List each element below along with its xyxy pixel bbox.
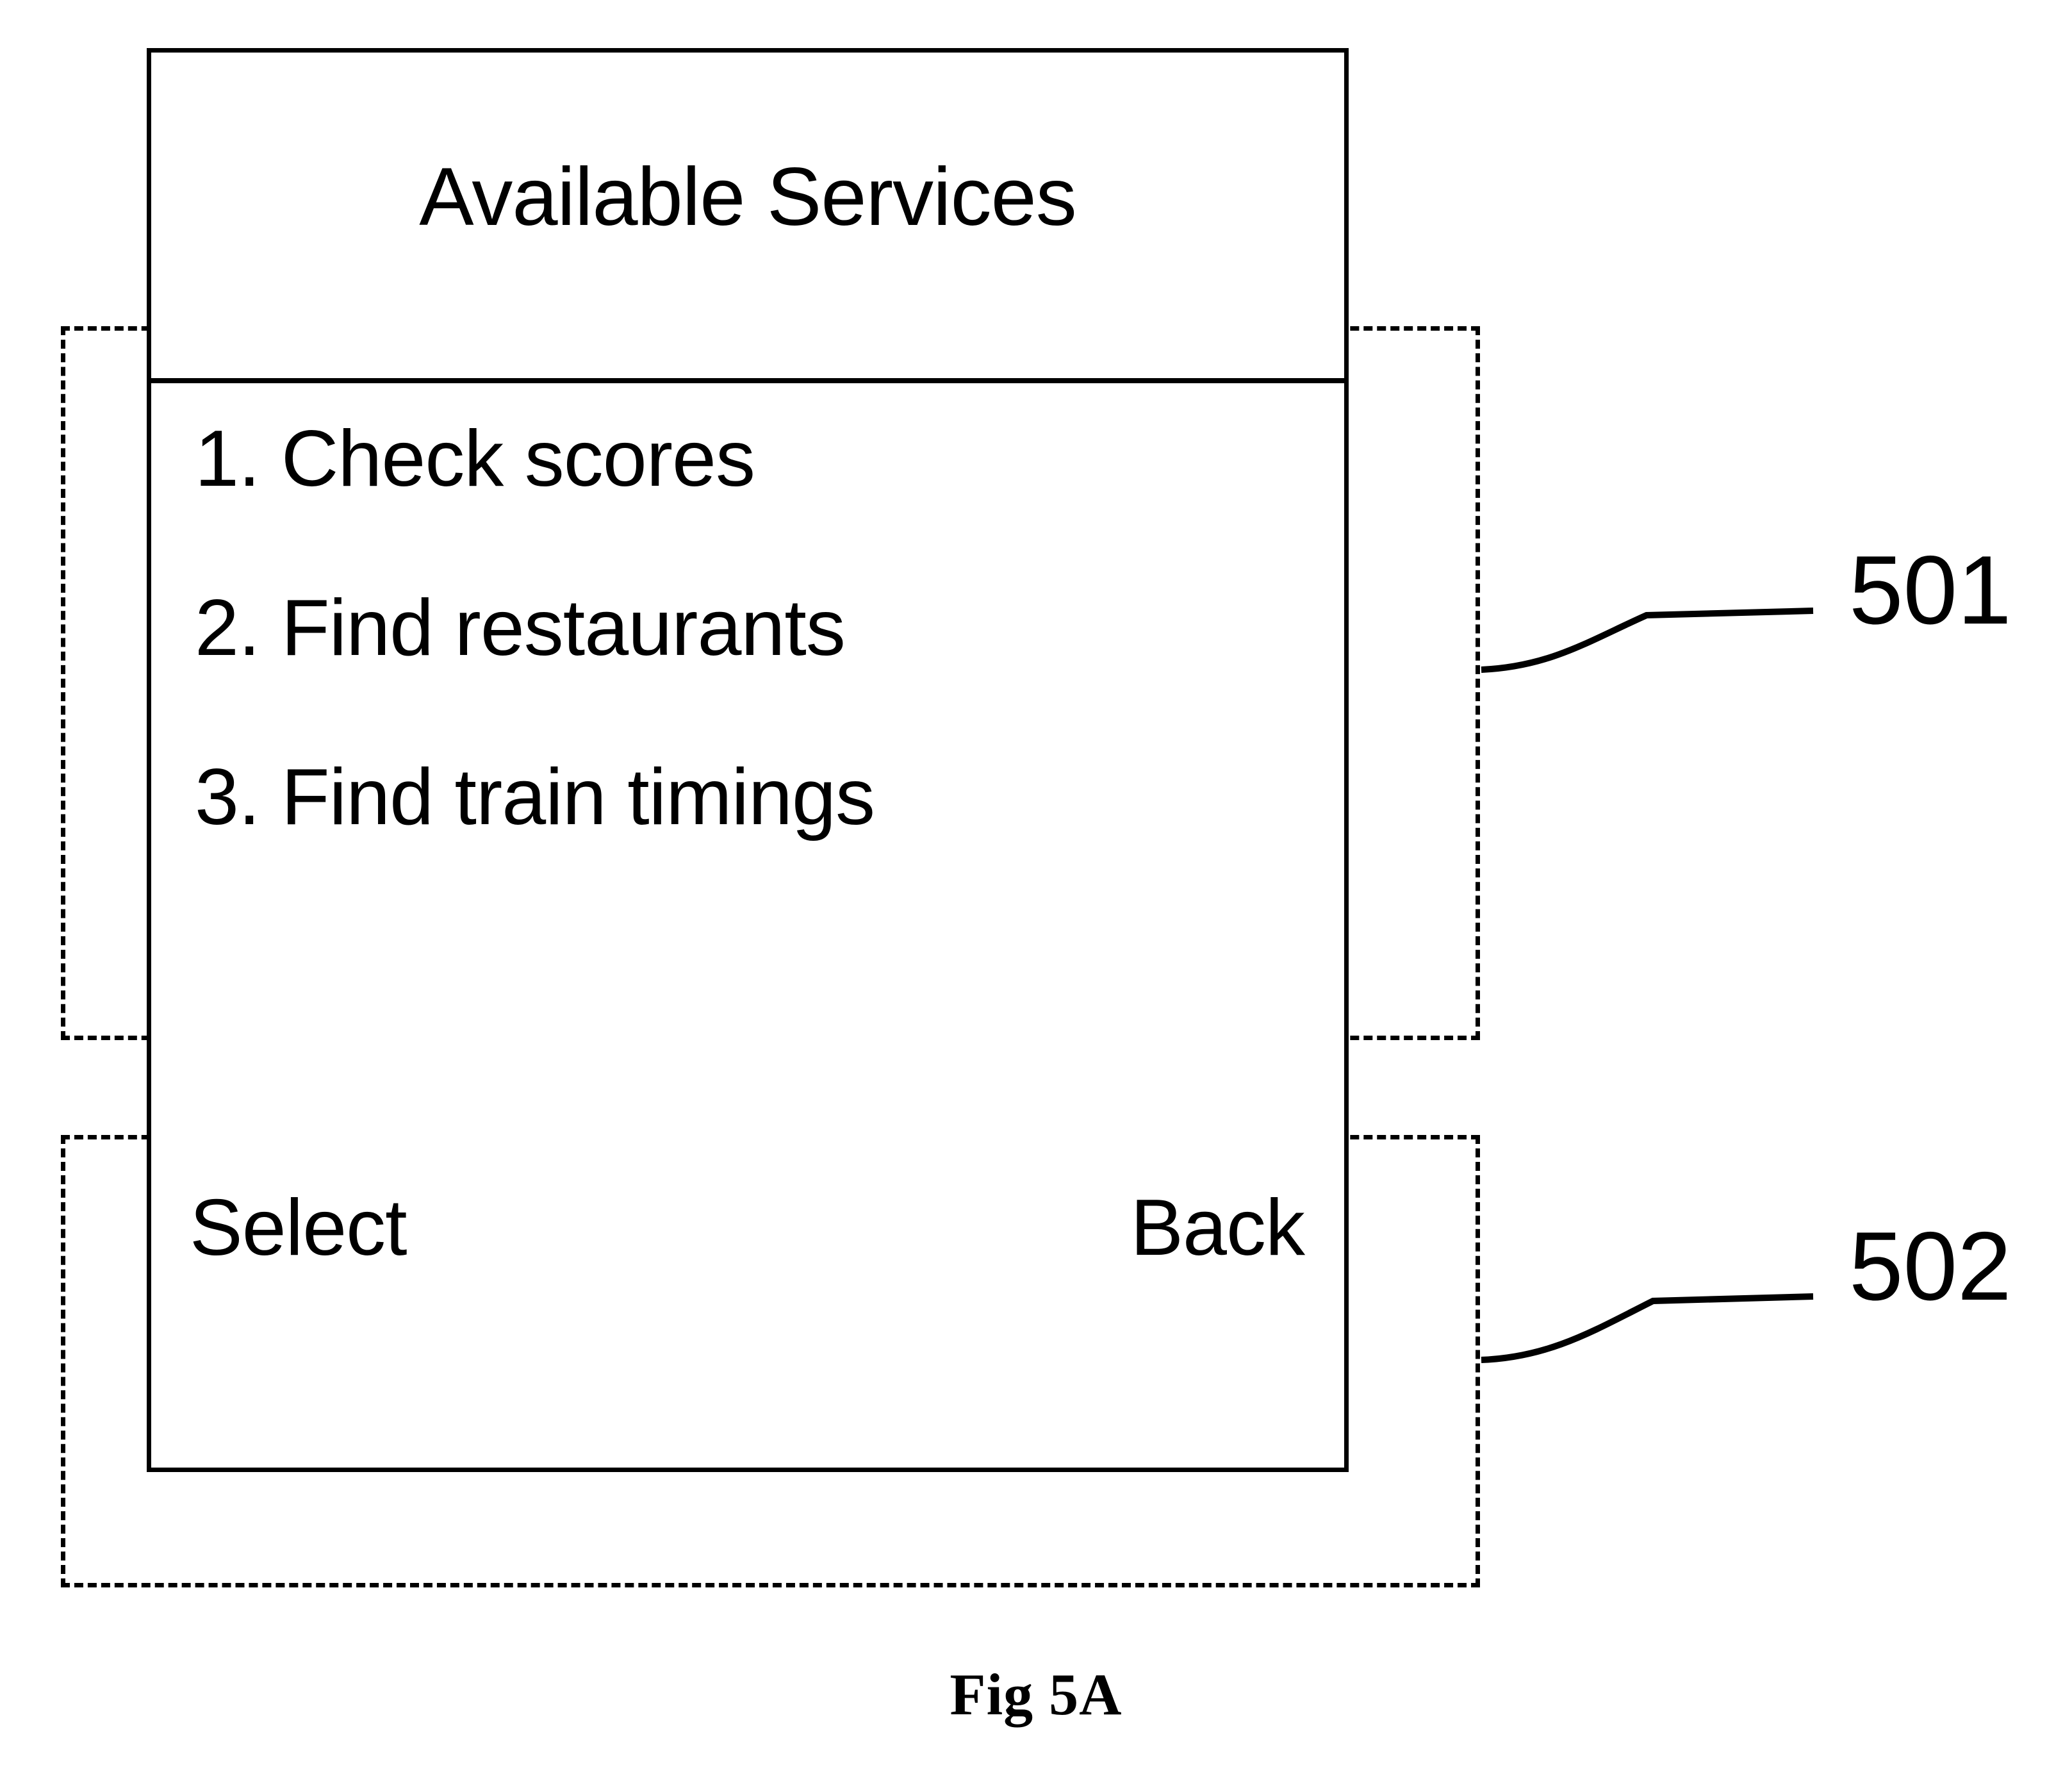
leader-line-502 <box>1481 1293 1814 1363</box>
list-item[interactable]: 1. Check scores <box>195 415 755 503</box>
reference-numeral-501: 501 <box>1849 536 2012 645</box>
list-item[interactable]: 3. Find train timings <box>195 753 875 841</box>
select-button[interactable]: Select <box>190 1184 407 1272</box>
figure-caption: Fig 5A <box>950 1662 1122 1727</box>
back-button[interactable]: Back <box>1130 1184 1305 1272</box>
reference-numeral-502: 502 <box>1849 1212 2012 1321</box>
list-item[interactable]: 2. Find restaurants <box>195 584 846 672</box>
leader-line-501 <box>1481 608 1814 673</box>
softkey-bar: Select Back <box>151 1188 1344 1419</box>
page-title: Available Services <box>419 151 1077 243</box>
device-screen: Available Services 1. Check scores 2. Fi… <box>147 48 1349 1472</box>
screen-header: Available Services <box>151 53 1344 383</box>
